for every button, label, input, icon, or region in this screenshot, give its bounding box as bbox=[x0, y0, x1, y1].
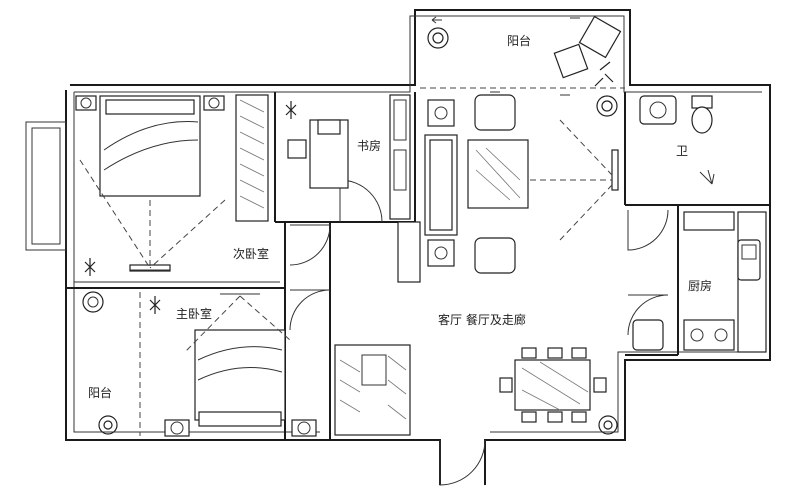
bathroom bbox=[639, 95, 715, 185]
second-bedroom bbox=[75, 94, 269, 276]
kitchen bbox=[632, 211, 767, 353]
label-bathroom: 卫 bbox=[676, 144, 688, 158]
living-area bbox=[397, 94, 618, 435]
top-balcony bbox=[427, 15, 622, 117]
room-labels: 阳台 书房 次卧室 主卧室 阳台 客厅 餐厅及走廊 厨房 卫 bbox=[88, 33, 712, 400]
label-balcony-top: 阳台 bbox=[507, 33, 531, 48]
master-bedroom bbox=[82, 291, 411, 437]
label-balcony-left: 阳台 bbox=[88, 385, 112, 400]
label-living-dining: 客厅 餐厅及走廊 bbox=[438, 312, 526, 327]
label-second-bedroom: 次卧室 bbox=[233, 246, 269, 261]
study bbox=[285, 94, 411, 220]
label-kitchen: 厨房 bbox=[688, 278, 712, 293]
dining-area bbox=[499, 347, 607, 423]
outer-walls bbox=[25, 9, 771, 486]
label-study: 书房 bbox=[357, 138, 381, 153]
label-master-bedroom: 主卧室 bbox=[176, 306, 212, 321]
